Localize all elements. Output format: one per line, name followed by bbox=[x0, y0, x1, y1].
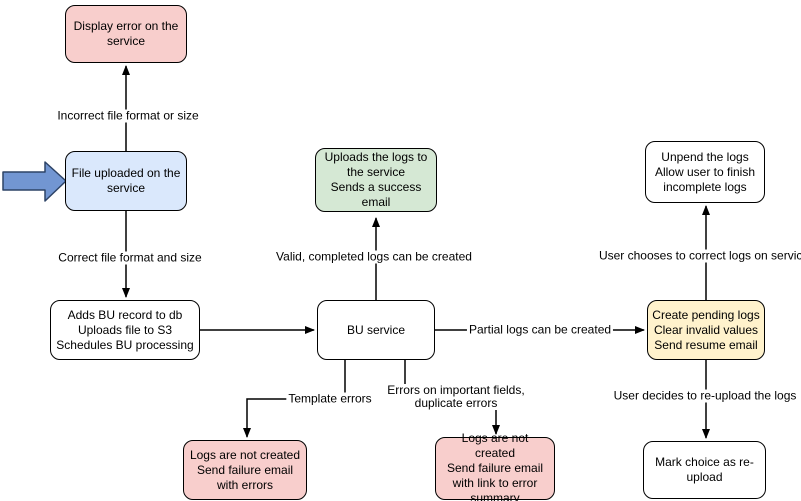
node-line: Create pending logs bbox=[652, 307, 760, 322]
edge-label-template-errors: Template errors bbox=[286, 391, 374, 406]
node-line: Uploads the logs to the service bbox=[324, 150, 428, 179]
node-line: Logs are not created bbox=[189, 447, 301, 462]
edge-label-user-corrects: User chooses to correct logs on service bbox=[596, 249, 801, 263]
node-file-uploaded[interactable]: File uploaded on the service bbox=[65, 151, 187, 211]
node-upload-success[interactable]: Uploads the logs to the service Sends a … bbox=[315, 148, 437, 212]
edge-label-important-fields: Errors on important fields, duplicate er… bbox=[380, 384, 532, 410]
node-failure-email-summary[interactable]: Logs are not created Send failure email … bbox=[435, 431, 555, 501]
edge-label-incorrect-format: Incorrect file format or size bbox=[55, 108, 201, 123]
node-label: Display error on the service bbox=[73, 19, 179, 48]
node-line: Clear invalid values bbox=[653, 322, 759, 337]
edge-label-correct-format: Correct file format and size bbox=[56, 250, 204, 265]
node-line: Logs are not created bbox=[461, 431, 529, 460]
edge-label-user-reuploads: User decides to re-upload the logs bbox=[611, 388, 799, 403]
node-line: Unpend the logs bbox=[661, 149, 749, 164]
node-display-error[interactable]: Display error on the service bbox=[65, 5, 187, 63]
node-unpend-logs[interactable]: Unpend the logs Allow user to finish inc… bbox=[645, 141, 765, 203]
node-create-pending-logs[interactable]: Create pending logs Clear invalid values… bbox=[647, 300, 765, 360]
node-failure-email-errors[interactable]: Logs are not created Send failure email … bbox=[183, 440, 307, 500]
node-line: Uploads file to S3 bbox=[77, 322, 173, 337]
node-line: Adds BU record to db bbox=[67, 307, 183, 322]
node-line: Send failure email with link to error su… bbox=[446, 461, 544, 501]
node-label: File uploaded on the service bbox=[71, 166, 181, 195]
node-label: Mark choice as re-upload bbox=[655, 455, 754, 484]
edge-label-partial-logs: Partial logs can be created bbox=[466, 322, 614, 337]
node-line: Schedules BU processing bbox=[56, 337, 194, 352]
node-mark-reupload[interactable]: Mark choice as re-upload bbox=[643, 441, 766, 499]
node-label: BU service bbox=[346, 322, 405, 337]
node-line: Sends a success email bbox=[330, 180, 422, 209]
node-line: Send resume email bbox=[654, 337, 758, 352]
node-line: Send failure email with errors bbox=[196, 462, 294, 492]
entry-arrow-icon bbox=[2, 161, 67, 202]
edge-label-valid-completed: Valid, completed logs can be created bbox=[274, 249, 474, 264]
node-line: Allow user to finish incomplete logs bbox=[654, 164, 756, 194]
node-adds-bu-processing[interactable]: Adds BU record to db Uploads file to S3 … bbox=[50, 300, 200, 360]
node-bu-service[interactable]: BU service bbox=[317, 300, 435, 360]
